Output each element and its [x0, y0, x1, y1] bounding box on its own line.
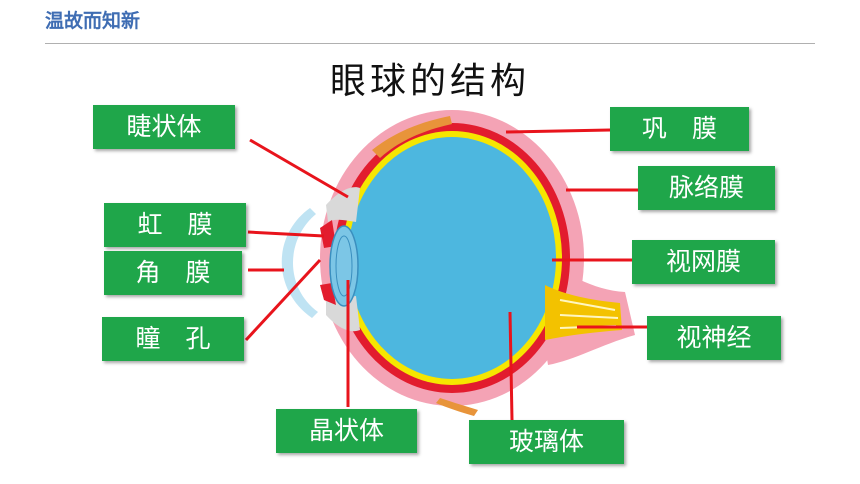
pointer-lines	[244, 128, 647, 421]
lens-shape	[329, 225, 359, 307]
label-retina: 视网膜	[632, 240, 775, 284]
pointer-pupil	[244, 258, 322, 342]
ciliary-body-shape	[326, 187, 360, 222]
pointer-vitreous	[508, 311, 514, 421]
pointer-sclera	[505, 128, 611, 134]
label-optic-nerve: 视神经	[647, 316, 781, 360]
label-lens: 晶状体	[276, 409, 417, 453]
cornea-shape	[281, 208, 318, 318]
eye-muscle-bottom	[436, 398, 478, 416]
label-iris: 虹 膜	[104, 203, 246, 247]
label-ciliary-body: 睫状体	[93, 105, 235, 149]
label-vitreous-body: 玻璃体	[469, 420, 624, 464]
label-cornea: 角 膜	[104, 251, 242, 295]
iris-shape-top	[320, 220, 336, 248]
header-divider	[45, 43, 815, 44]
vitreous-body	[348, 137, 556, 379]
pointer-ciliary	[249, 138, 349, 199]
eye-muscle-top	[372, 116, 452, 158]
ciliary-body-lower	[326, 296, 360, 332]
label-pupil: 瞳 孔	[102, 317, 244, 361]
header-title: 温故而知新	[45, 10, 141, 32]
diagram-title: 眼球的结构	[329, 61, 530, 102]
label-sclera: 巩 膜	[610, 107, 749, 151]
pointer-iris	[247, 230, 325, 238]
label-choroid: 脉络膜	[638, 166, 775, 210]
